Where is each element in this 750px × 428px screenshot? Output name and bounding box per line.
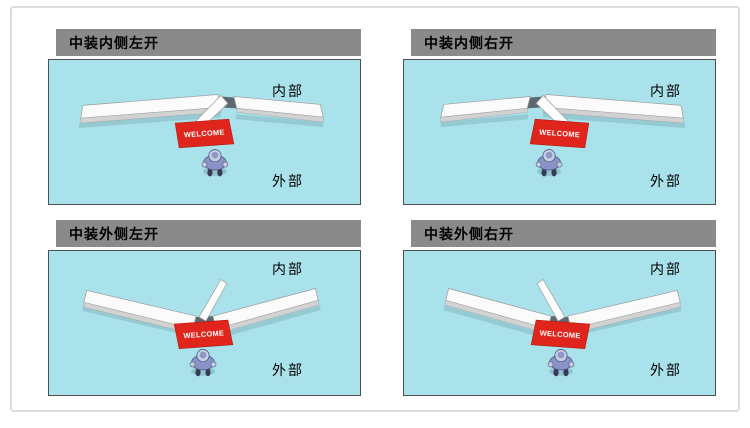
diagram-outer-right: WELCOME 内部 外部 — [403, 250, 716, 396]
exterior-label: 外部 — [650, 173, 682, 189]
interior-label: 内部 — [650, 261, 682, 277]
panel-title: 中装内侧左开 — [69, 34, 159, 51]
panel-grid: 中装内侧左开 — [48, 29, 716, 396]
panel-outer-left: 中装外侧左开 — [48, 220, 361, 396]
mirrored-scene — [443, 279, 682, 377]
welcome-mat-text: WELCOME — [539, 328, 580, 340]
welcome-mat — [174, 118, 235, 149]
panel-header: 中装内侧右开 — [411, 29, 716, 56]
welcome-mat-text: WELCOME — [183, 328, 224, 340]
door-top-view-illustration: WELCOME — [78, 94, 324, 177]
panel-title: 中装内侧右开 — [424, 34, 514, 51]
panel-title: 中装外侧左开 — [69, 225, 159, 242]
wall-shadow — [217, 305, 321, 339]
interior-label: 内部 — [272, 83, 304, 99]
person-figure — [547, 349, 575, 377]
diagram-outer-left: WELCOME 内部 外部 — [48, 250, 361, 396]
panel-title: 中装外侧右开 — [424, 225, 514, 242]
wall-shadow — [235, 114, 324, 128]
door-top-view-illustration: WELCOME — [82, 279, 321, 377]
door-leaf — [536, 279, 566, 322]
wall-shadow — [543, 112, 686, 129]
wall-right-edge — [236, 108, 324, 123]
wall-shadow — [443, 305, 547, 339]
welcome-mat — [173, 319, 234, 349]
door-top-view-illustration: WELCOME — [440, 94, 686, 177]
diagram-inner-left: WELCOME 内部 外部 — [48, 59, 361, 205]
door-leaf — [198, 279, 228, 322]
walls-group — [443, 279, 682, 339]
wall-left-edge — [542, 107, 684, 124]
welcome-mat — [530, 319, 591, 349]
mirrored-scene — [440, 94, 686, 177]
diagram-inner-right: WELCOME 内部 外部 — [403, 59, 716, 205]
person-figure — [189, 349, 217, 377]
wall-shadow — [440, 114, 529, 128]
panel-header: 中装内侧左开 — [56, 29, 361, 56]
panel-inner-right: 中装内侧右开 — [403, 29, 716, 205]
panel-inner-left: 中装内侧左开 — [48, 29, 361, 205]
panel-header: 中装外侧右开 — [411, 220, 716, 247]
panel-header: 中装外侧左开 — [56, 220, 361, 247]
wall-left-edge — [80, 107, 222, 124]
welcome-mat-text: WELCOME — [184, 128, 225, 140]
door-top-view-illustration: WELCOME — [443, 279, 682, 377]
wall-right-edge — [440, 108, 528, 123]
exterior-label: 外部 — [650, 362, 682, 378]
exterior-label: 外部 — [272, 173, 304, 189]
interior-label: 内部 — [650, 83, 682, 99]
content-frame: 中装内侧左开 — [10, 6, 740, 412]
welcome-mat — [529, 118, 590, 149]
welcome-mat-text: WELCOME — [539, 128, 580, 140]
panel-outer-right: 中装外侧右开 — [403, 220, 716, 396]
person-figure — [535, 149, 563, 177]
exterior-label: 外部 — [272, 362, 304, 378]
interior-label: 内部 — [272, 261, 304, 277]
person-figure — [201, 149, 229, 177]
wall-shadow — [78, 112, 221, 129]
